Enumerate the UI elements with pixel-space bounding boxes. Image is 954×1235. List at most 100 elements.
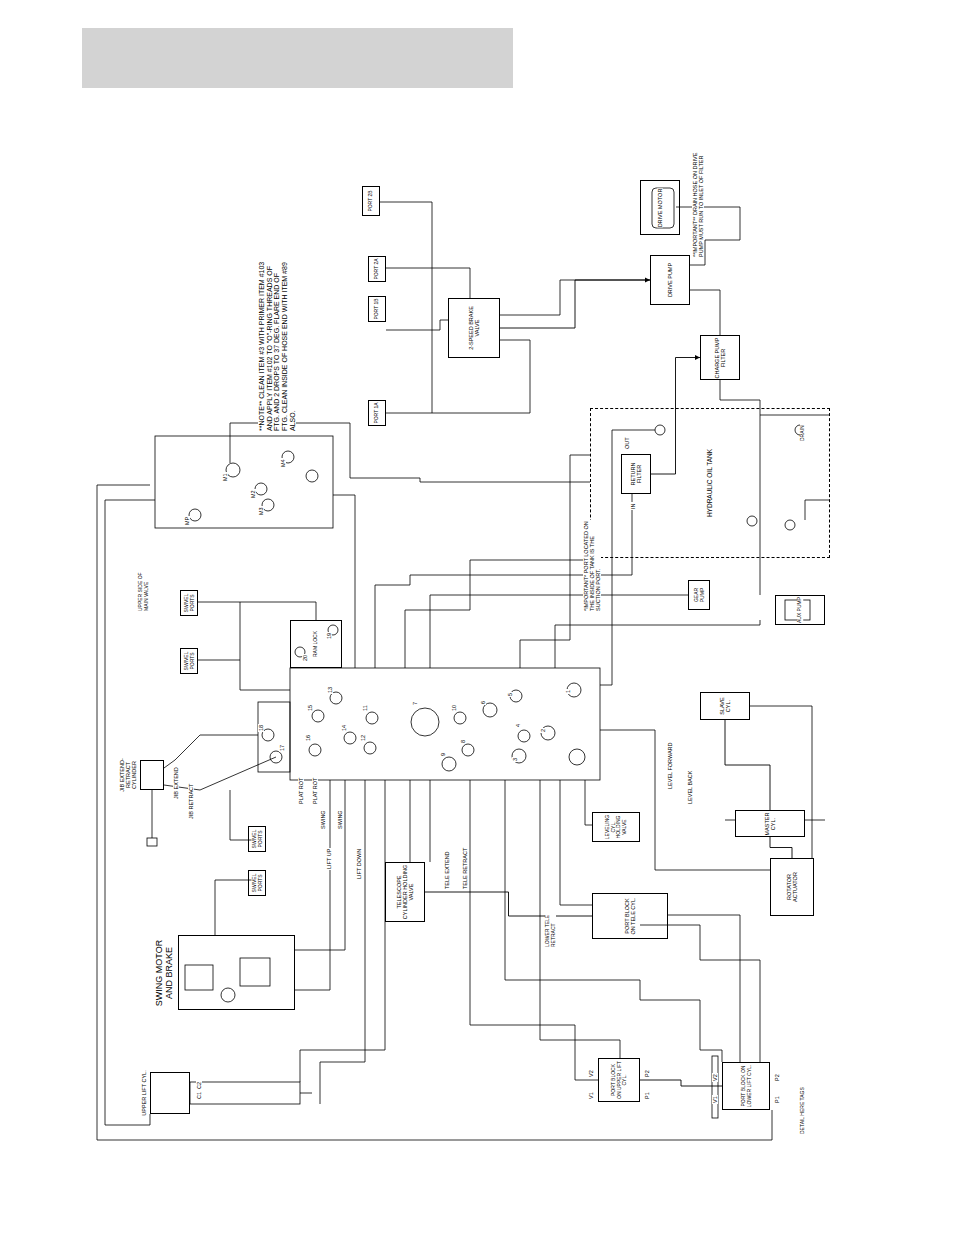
component-box: DRIVE PUMP: [650, 255, 690, 305]
hose-line: [690, 290, 720, 335]
callout-number: 5: [507, 692, 513, 697]
component-box: DRIVE MOTOR: [640, 180, 680, 235]
hose-line: [295, 780, 345, 950]
callout-number: 14: [341, 724, 347, 732]
port-symbol: [512, 749, 526, 763]
cylinder-rod-end: [147, 838, 157, 846]
schematic-label: P2: [644, 1069, 650, 1078]
component-label: SWIVEL PORTS: [252, 872, 263, 894]
component-label: SWING MOTOR AND BRAKE: [155, 933, 175, 1013]
port-symbol: [442, 757, 456, 771]
component-box: RETURN FILTER: [621, 454, 651, 494]
port-symbol: [306, 470, 318, 482]
port-symbol: [364, 742, 376, 754]
schematic-label: M3: [258, 506, 264, 516]
callout-number: 2: [540, 728, 546, 733]
hose-line: [560, 780, 592, 905]
hose-line: [320, 780, 365, 1104]
motor-symbol: [221, 988, 235, 1002]
hose-line: [198, 602, 290, 690]
port-symbol: [483, 703, 497, 717]
port-symbol: [189, 509, 201, 521]
schematic-label: C1: [196, 1091, 202, 1100]
component-label: ROTATOR ACTUATOR: [786, 860, 798, 914]
hose-line: [333, 495, 355, 668]
schematic-label: TELE RETRACT: [462, 847, 468, 890]
schematic-label: SWING: [337, 809, 343, 830]
port-symbol: [454, 712, 466, 724]
hose-line: [805, 500, 830, 520]
cylinder-rod: [152, 790, 153, 838]
hose-connector: [651, 358, 700, 475]
component-label: RAM LOCK: [313, 631, 319, 657]
schematic-label: LEVEL BACK: [687, 770, 693, 805]
hose-line: [386, 320, 448, 330]
component-label: TELESCOPE CYLINDER HOLDING VALVE: [396, 864, 414, 920]
component-label: PORT 2B: [368, 190, 374, 211]
schematic-label: OUT: [624, 436, 630, 450]
hose-line: [105, 500, 155, 1125]
component-label: HYDRAULIC OIL TANK: [706, 449, 713, 517]
component-label: UPPER LIFT CYL.: [141, 1063, 147, 1123]
component-label: PORT BLOCK ON TELE CYL.: [624, 895, 636, 937]
schematic-label: V2: [712, 1073, 718, 1082]
hose-line: [164, 735, 258, 768]
component-label: DRIVE MOTOR: [657, 188, 663, 227]
port-symbol: [226, 463, 240, 477]
component-box: UPPER LIFT CYL.: [150, 1072, 190, 1114]
component-label: 2-SPEED BRAKE VALVE: [468, 300, 480, 356]
callout-number: 12: [360, 734, 366, 742]
hose-line: [295, 780, 330, 990]
hose-line: [760, 415, 761, 595]
hose-line: [780, 706, 812, 858]
component-label: MASTER CYL.: [764, 812, 776, 835]
hose-connector: [500, 280, 650, 328]
component-box: PORT 1B: [368, 296, 386, 322]
hose-line: [505, 780, 722, 1062]
component-box: PORT 1A: [368, 400, 386, 426]
port-symbol: [411, 708, 439, 736]
schematic-label: P1: [644, 1091, 650, 1100]
hose-connector: [425, 892, 592, 916]
motor-symbol: [652, 188, 674, 228]
component-label: SLAVE CYL.: [719, 694, 731, 718]
schematic-label: DRAIN: [800, 424, 806, 442]
schematic-label: V1: [588, 1091, 594, 1100]
component-label: PORT 2A: [374, 258, 380, 279]
hose-line: [198, 660, 240, 661]
component-box: SWING MOTOR AND BRAKE: [178, 935, 295, 1010]
valve-section: [258, 702, 290, 772]
component-box: MASTER CYL.: [735, 810, 805, 837]
component-label: PORT 1B: [374, 298, 380, 319]
schematic-label: M4: [280, 458, 286, 468]
component-label: SWIVEL PORTS: [184, 650, 195, 672]
hose-line: [430, 595, 688, 668]
schematic-label: **NOTE** CLEAN ITEM #3 WITH PRIMER ITEM …: [258, 255, 296, 432]
schematic-label: DETAIL HERE TAGS: [800, 1086, 806, 1135]
port-symbol: [312, 710, 324, 722]
component-label: AUX PUMP: [797, 597, 803, 623]
hose-line: [380, 202, 432, 413]
component-box: PORT BLOCK ON LOWER LIFT CYL.: [722, 1062, 770, 1110]
component-label: PORT BLOCK ON LOWER LIFT CYL.: [741, 1064, 752, 1108]
component-box: PORT BLOCK ON TELE CYL.: [592, 893, 668, 939]
pilot-manifold: [155, 436, 333, 528]
port-symbol: [655, 425, 665, 435]
schematic-label: SWING: [320, 809, 326, 830]
component-box: AUX PUMP: [775, 595, 825, 625]
hose-line: [720, 380, 830, 415]
schematic-label: UPPER SIDE OF MAIN VALVE: [138, 560, 149, 612]
hose-line: [668, 915, 740, 1062]
port-symbol: [255, 483, 267, 495]
callout-number: 10: [451, 704, 457, 712]
callout-number: 8: [460, 739, 466, 744]
component-box: RAM LOCK: [290, 620, 342, 668]
schematic-label: P1: [774, 1095, 780, 1104]
schematic-label: LIFT UP: [326, 848, 332, 870]
hose-connector: [770, 837, 792, 858]
schematic-label: PLAT ROT: [312, 777, 318, 805]
valve-symbol: [240, 958, 270, 986]
schematic-label: *IMPORTANT* PORT LOCATED ON THE INSIDE O…: [583, 520, 601, 612]
component-box: PORT 2B: [362, 186, 380, 216]
